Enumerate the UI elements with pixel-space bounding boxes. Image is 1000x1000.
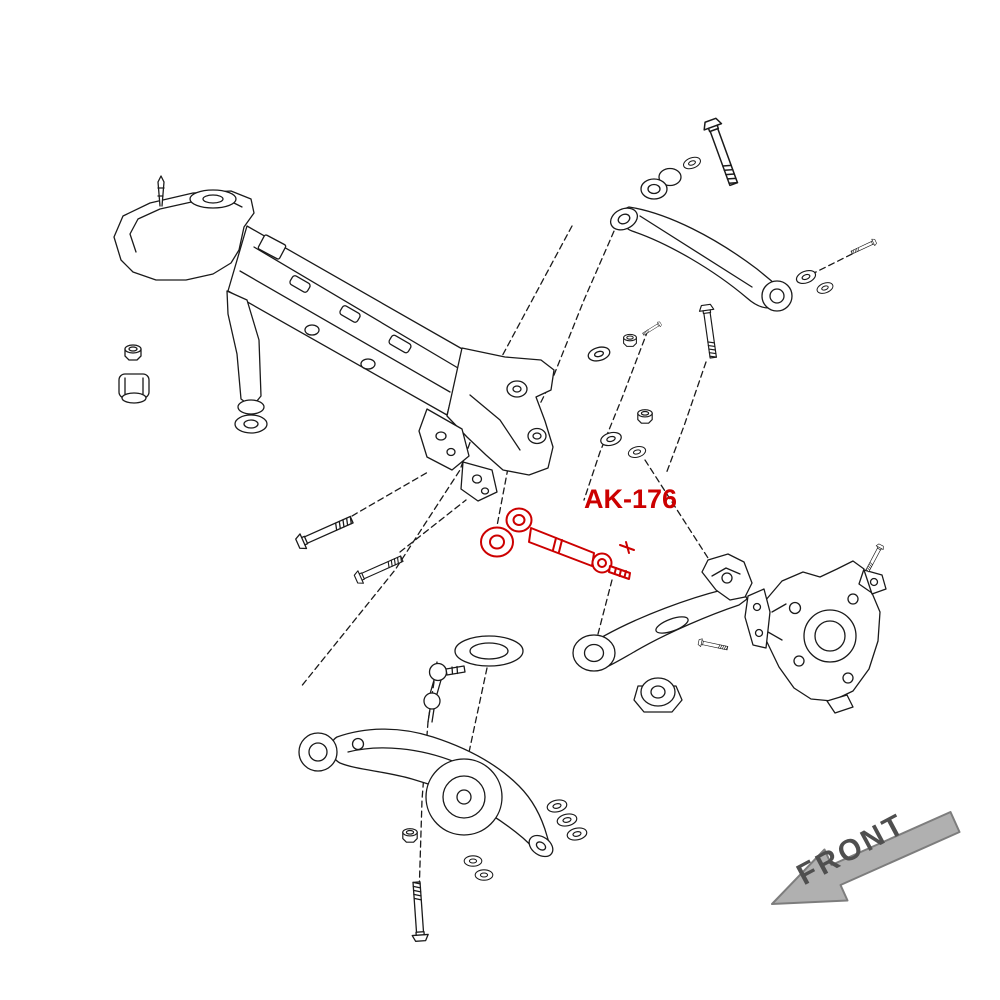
dashed-line xyxy=(351,471,429,517)
dashed-line xyxy=(467,667,488,758)
nut xyxy=(623,333,637,347)
bolt xyxy=(407,880,430,943)
bolt xyxy=(697,637,729,653)
spring-isolator xyxy=(454,635,524,667)
knuckle xyxy=(744,542,887,714)
front-arrow-shape xyxy=(771,811,961,905)
washer xyxy=(815,280,835,296)
part-label: AK-176 xyxy=(584,484,677,514)
dashed-line xyxy=(597,579,613,635)
washer xyxy=(545,797,569,815)
bolt xyxy=(701,116,744,188)
lateral-link-ak176 xyxy=(480,507,635,580)
dashed-line xyxy=(399,499,467,553)
front-arrow: FRONT xyxy=(771,807,961,905)
subframe-beam xyxy=(227,225,465,416)
nut xyxy=(124,344,142,361)
dashed-line xyxy=(644,459,709,559)
washer xyxy=(681,154,703,172)
bolt xyxy=(293,511,356,552)
lower-arm-assembly xyxy=(298,635,589,943)
spring-seat xyxy=(425,758,503,836)
upper-arm xyxy=(621,206,782,309)
bolt xyxy=(352,551,406,586)
washer xyxy=(555,811,579,829)
bolt xyxy=(863,542,885,574)
bolt xyxy=(849,237,878,257)
bolt xyxy=(641,320,663,337)
stabilizer-link xyxy=(423,662,466,723)
body-mount-bushing xyxy=(118,373,150,404)
arm-bushing xyxy=(640,167,682,200)
nut xyxy=(637,409,653,424)
trailing-arm-assembly xyxy=(572,553,753,713)
washer xyxy=(586,344,612,364)
nut xyxy=(402,828,418,843)
bolt xyxy=(698,303,721,360)
trailing-arm-bushing xyxy=(633,677,683,713)
subframe xyxy=(113,175,555,586)
subframe-left-tower xyxy=(113,190,255,281)
subframe-right-bracket xyxy=(446,347,555,476)
dashed-line xyxy=(299,225,573,689)
diagram-root: AK-176 FRONT xyxy=(113,116,961,943)
washer xyxy=(463,855,483,867)
washer xyxy=(565,825,589,843)
dashed-line xyxy=(583,329,649,501)
washer xyxy=(474,869,494,881)
upper-arm-assembly xyxy=(609,116,878,360)
washer xyxy=(626,444,648,460)
dashed-line xyxy=(665,361,707,475)
alignment-stud xyxy=(157,175,165,207)
washer xyxy=(794,267,818,287)
dashed-line xyxy=(811,253,853,275)
